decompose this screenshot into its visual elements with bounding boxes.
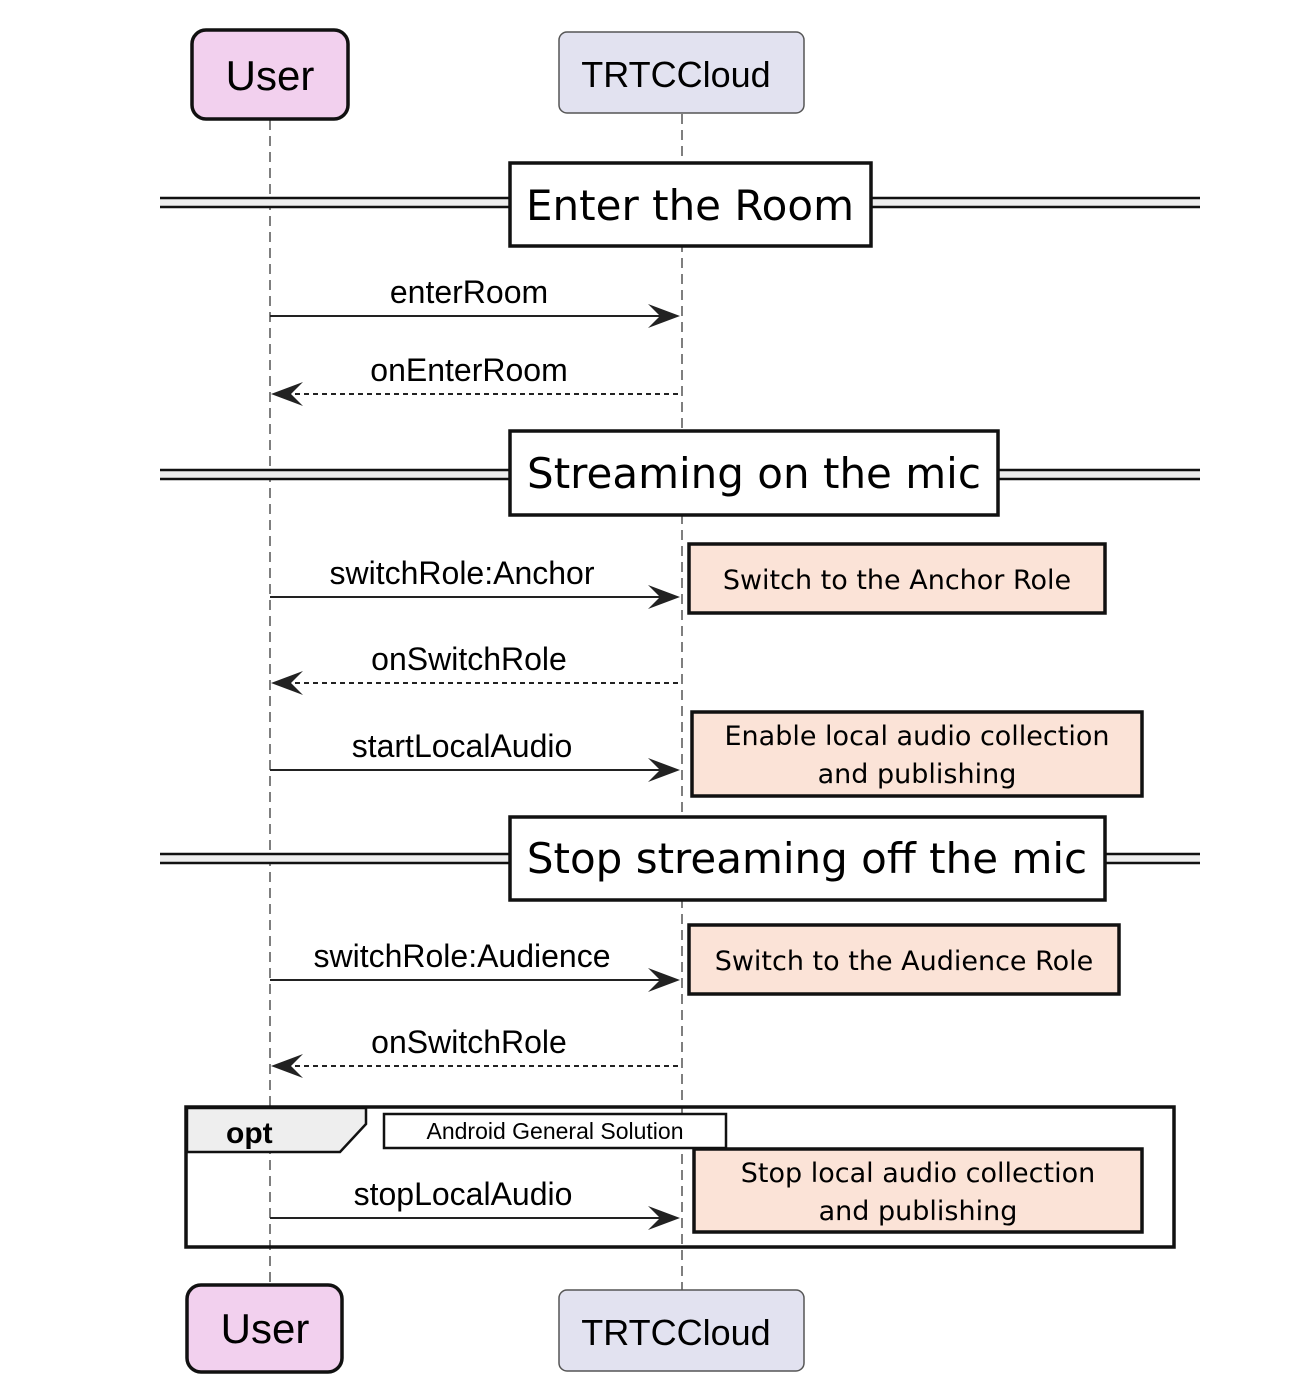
participant-trtc-top[interactable]: TRTCCloud <box>558 31 805 114</box>
message-label: onSwitchRole <box>371 1024 567 1060</box>
message-label: enterRoom <box>390 274 548 310</box>
message-enter-room[interactable]: enterRoom <box>270 274 680 328</box>
note-switch-anchor: Switch to the Anchor Role <box>687 542 1107 615</box>
section-divider-stop-streaming: Stop streaming off the mic <box>160 815 1200 902</box>
participant-user-top[interactable]: User <box>190 28 350 121</box>
participant-label: User <box>221 1305 310 1352</box>
section-divider-streaming-on-mic: Streaming on the mic <box>160 429 1200 517</box>
arrowhead-icon <box>271 1054 303 1078</box>
note-text: Switch to the Audience Role <box>715 946 1094 977</box>
section-label: Enter the Room <box>526 181 854 230</box>
note-text: and publishing <box>818 759 1017 790</box>
section-divider-enter-room: Enter the Room <box>160 161 1200 248</box>
arrowhead-icon <box>648 585 680 609</box>
note-text: Switch to the Anchor Role <box>723 565 1071 596</box>
participant-user-bottom[interactable]: User <box>185 1283 344 1374</box>
message-start-local-audio[interactable]: startLocalAudio <box>270 728 680 782</box>
group-tab <box>185 1106 368 1154</box>
arrowhead-icon <box>648 968 680 992</box>
section-label: Stop streaming off the mic <box>527 834 1087 883</box>
message-switch-role-anchor[interactable]: switchRole:Anchor <box>270 555 680 609</box>
group-condition: Android General Solution <box>427 1118 684 1144</box>
message-stop-local-audio[interactable]: stopLocalAudio <box>270 1176 680 1230</box>
message-on-enter-room[interactable]: onEnterRoom <box>271 352 678 406</box>
note-text: Enable local audio collection <box>725 721 1110 752</box>
message-label: switchRole:Anchor <box>330 555 595 591</box>
arrowhead-icon <box>648 758 680 782</box>
message-label: onSwitchRole <box>371 641 567 677</box>
participant-label: User <box>226 52 315 99</box>
message-label: stopLocalAudio <box>354 1176 573 1212</box>
section-label: Streaming on the mic <box>527 449 981 498</box>
arrowhead-icon <box>648 1206 680 1230</box>
message-on-switch-role[interactable]: onSwitchRole <box>271 641 678 695</box>
group-condition-box <box>382 1112 728 1150</box>
message-label: startLocalAudio <box>352 728 573 764</box>
arrowhead-icon <box>648 304 680 328</box>
participant-label: TRTCCloud <box>581 54 770 95</box>
arrowhead-icon <box>271 671 303 695</box>
note-switch-audience: Switch to the Audience Role <box>687 923 1121 996</box>
participant-trtc-bottom[interactable]: TRTCCloud <box>558 1289 805 1372</box>
group-keyword: opt <box>226 1117 273 1150</box>
participant-label: TRTCCloud <box>581 1312 770 1353</box>
opt-group: opt Android General Solution <box>184 1105 1176 1249</box>
note-text: Stop local audio collection <box>741 1158 1095 1189</box>
message-label: switchRole:Audience <box>313 938 610 974</box>
message-switch-role-audience[interactable]: switchRole:Audience <box>270 938 680 992</box>
note-text: and publishing <box>819 1196 1018 1227</box>
note-stop-local-audio: Stop local audio collection and publishi… <box>692 1147 1144 1234</box>
message-on-switch-role-2[interactable]: onSwitchRole <box>271 1024 678 1078</box>
note-enable-local-audio: Enable local audio collection and publis… <box>690 710 1144 798</box>
arrowhead-icon <box>271 382 303 406</box>
message-label: onEnterRoom <box>370 352 567 388</box>
